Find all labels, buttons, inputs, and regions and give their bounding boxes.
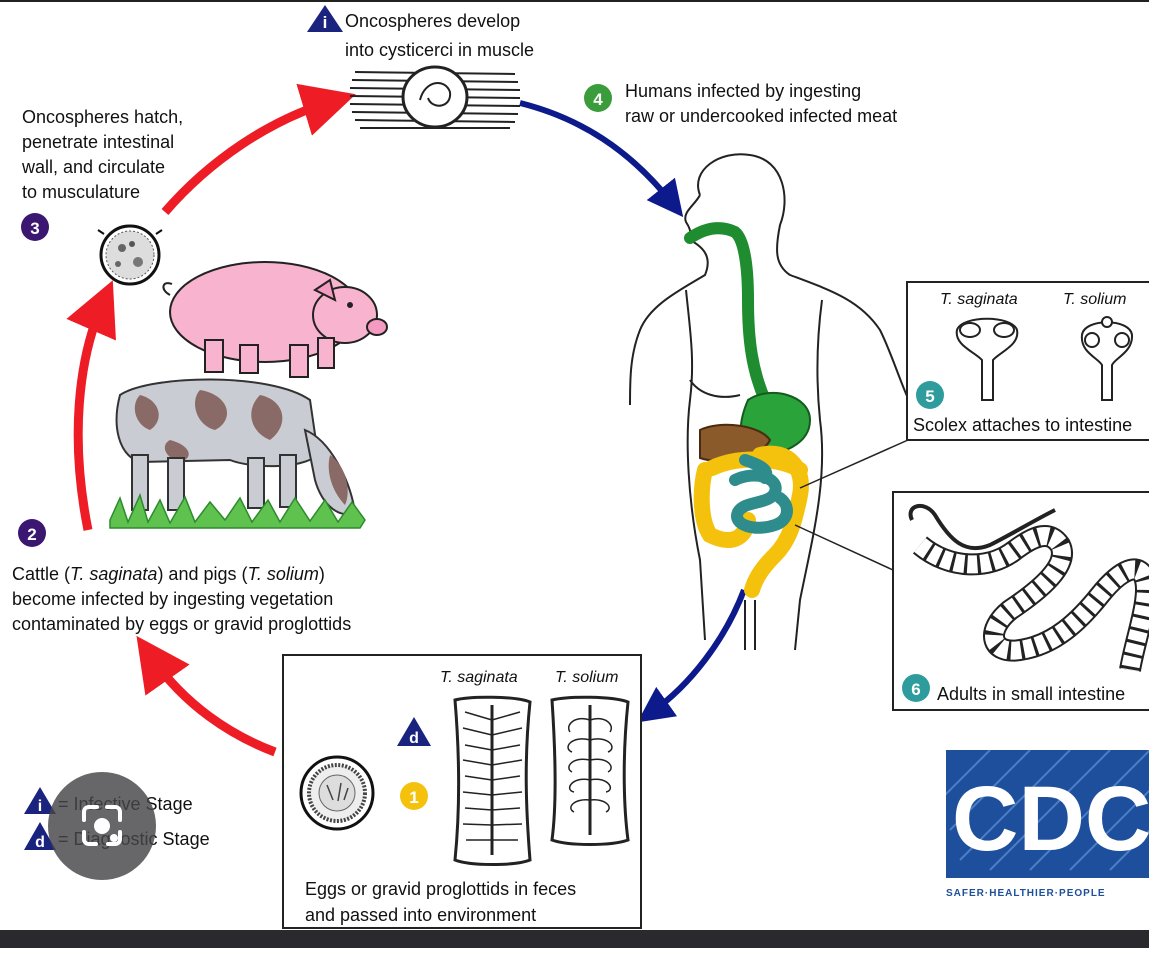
- stage-2-badge-text: 2: [27, 525, 36, 544]
- stage-2-badge: [18, 519, 46, 547]
- cdc-tagline: SAFER·HEALTHIER·PEOPLE: [946, 888, 1106, 899]
- legend-infective-icon: [24, 787, 56, 814]
- diagnostic-badge-icon: [397, 717, 431, 746]
- legend-d-text: d: [35, 834, 45, 851]
- cdc-logo-text: CDC: [952, 768, 1149, 870]
- connector-scolex: [799, 439, 909, 489]
- red-arrow-1-to-2: [136, 635, 277, 757]
- stage-5-badge: [916, 381, 944, 409]
- stage-5-label-saginata: T. saginata: [940, 291, 1018, 308]
- lens-icon: [82, 805, 122, 846]
- bottom-bar: [0, 930, 1149, 948]
- digestive-tract: [684, 222, 812, 598]
- badge-text: i: [323, 13, 328, 32]
- connector-adults: [794, 524, 894, 571]
- stage-2-line3: contaminated by eggs or gravid proglotti…: [12, 614, 351, 634]
- stage-3: Oncospheres hatch, penetrate intestinal …: [21, 107, 183, 286]
- stage-4-badge-text: 4: [593, 90, 603, 109]
- stage-4-line2: raw or undercooked infected meat: [625, 106, 897, 126]
- stage-3-badge-text: 3: [30, 219, 39, 238]
- scolex-saginata-icon: [955, 317, 1019, 401]
- oncosphere-icon: [97, 224, 163, 286]
- scolex-solium-icon: [1080, 316, 1134, 401]
- stage-1-line1: Eggs or gravid proglottids in feces: [305, 879, 576, 899]
- stage-1-box: T. saginata T. solium d 1 Eggs or gravid…: [282, 654, 642, 929]
- cow-illustration: [109, 378, 366, 529]
- stage-6-badge: [902, 674, 930, 702]
- stage-i-line1: Oncospheres develop: [345, 11, 520, 31]
- stage-i-top: i Oncospheres develop into cysticerci in…: [307, 5, 534, 129]
- stage-1-label-solium: T. solium: [555, 669, 618, 686]
- stage-2-line1: Cattle (T. saginata) and pigs (T. solium…: [12, 564, 325, 584]
- stage-4-line1: Humans infected by ingesting: [625, 81, 861, 101]
- cdc-logo: CDC SAFER·HEALTHIER·PEOPLE: [946, 750, 1149, 899]
- stage-2-line2: become infected by ingesting vegetation: [12, 589, 333, 609]
- legend-diagnostic-icon: [24, 822, 56, 850]
- proglottid-saginata-icon: [453, 695, 532, 866]
- stage-5-label-solium: T. solium: [1063, 291, 1126, 308]
- stage-1-badge-text: 1: [409, 788, 418, 807]
- red-arrow-2-to-3: [66, 280, 116, 531]
- human-silhouette: [629, 153, 921, 651]
- stage-3-line2: penetrate intestinal: [22, 132, 174, 152]
- stage-1-badge: [400, 782, 428, 810]
- adult-tapeworm-icon: [908, 504, 1149, 672]
- stage-3-line3: wall, and circulate: [21, 157, 165, 177]
- stage-5-box: T. saginata T. solium 5 Scolex attaches …: [906, 281, 1149, 441]
- stage-5-caption: Scolex attaches to intestine: [913, 415, 1132, 435]
- stage-6-box: 6 Adults in small intestine: [892, 491, 1149, 711]
- stage-4-badge: [584, 84, 612, 112]
- cysticercus-in-muscle-icon: [349, 65, 521, 129]
- stage-5-badge-text: 5: [925, 387, 934, 406]
- stage-1-label-saginata: T. saginata: [440, 669, 518, 686]
- d-badge-text: d: [409, 730, 419, 747]
- stage-3-badge: [21, 213, 49, 241]
- pig-illustration: [162, 261, 388, 378]
- stage-1-line2: and passed into environment: [305, 905, 536, 925]
- stage-4: 4 Humans infected by ingesting raw or un…: [584, 81, 897, 126]
- egg-icon: [299, 755, 375, 831]
- proglottid-solium-icon: [550, 695, 630, 846]
- lens-search-button[interactable]: [48, 772, 156, 880]
- blue-arrow-human-to-1: [637, 588, 747, 723]
- infective-badge-icon: [307, 5, 343, 32]
- stage-6-caption: Adults in small intestine: [937, 684, 1125, 704]
- blue-arrow-i-to-4: [519, 100, 684, 218]
- stage-i-line2: into cysticerci in muscle: [345, 40, 534, 60]
- stage-6-badge-text: 6: [911, 680, 920, 699]
- stage-3-line1: Oncospheres hatch,: [22, 107, 183, 127]
- red-arrow-3-to-i: [161, 83, 356, 215]
- stage-2: 2 Cattle (T. saginata) and pigs (T. soli…: [12, 519, 351, 634]
- stage-3-line4: to musculature: [22, 182, 140, 202]
- legend-i-text: i: [38, 798, 42, 815]
